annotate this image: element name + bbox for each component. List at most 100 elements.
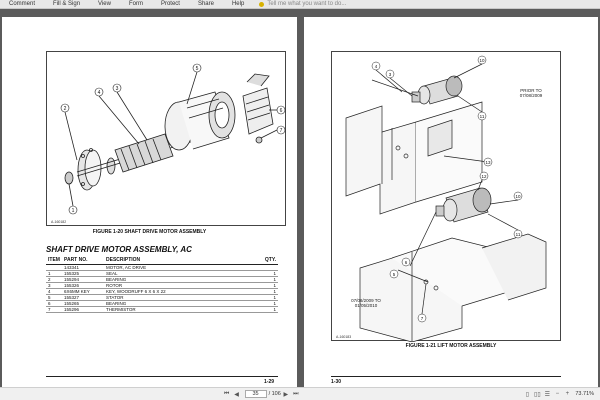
page-total: / 106 xyxy=(268,391,281,397)
zoom-out-button[interactable]: − xyxy=(555,391,560,397)
svg-text:1: 1 xyxy=(72,208,75,214)
page-number: 1-29 xyxy=(264,379,275,385)
cell-qty: 1 xyxy=(258,288,278,295)
svg-text:10: 10 xyxy=(515,194,521,199)
cell-part-no: 143341 xyxy=(62,264,104,271)
cell-qty: 1 xyxy=(258,306,278,313)
menu-fill-sign[interactable]: Fill & Sign xyxy=(53,1,81,7)
cell-part-no: 155265 xyxy=(62,300,104,307)
cell-part-no: 155325 xyxy=(62,270,104,277)
last-page-button[interactable]: ⏭ xyxy=(293,390,299,397)
svg-text:4: 4 xyxy=(375,64,378,69)
menu-view[interactable]: View xyxy=(98,1,111,7)
cell-qty: 1 xyxy=(258,270,278,277)
menu-form[interactable]: Form xyxy=(128,1,143,7)
shaft-drive-motor-diagram: 1 2 4 3 5 6 7 A-160182 xyxy=(51,63,286,224)
cell-item: 7 xyxy=(46,306,62,313)
figure-1-21-frame: 4 3 10 11 13 12 10 11 6 5 7 A-160183 PRI… xyxy=(331,51,561,343)
single-page-view-icon[interactable]: ▯ xyxy=(525,391,530,398)
figure-caption: FIGURE 1-21 LIFT MOTOR ASSEMBLY xyxy=(405,343,497,349)
cell-description: ROTOR xyxy=(104,282,258,289)
table-header-row: ITEM PART NO. DESCRIPTION QTY. xyxy=(46,257,278,265)
cell-description: THERMISTOR xyxy=(104,306,258,313)
note-date-range-text: 07/08/2009 TO 01/05/2010 xyxy=(351,298,381,308)
svg-text:6: 6 xyxy=(280,108,283,114)
cell-part-no: 155327 xyxy=(62,294,104,301)
menu-comment[interactable]: Comment xyxy=(9,1,36,7)
svg-text:5: 5 xyxy=(196,66,199,72)
zoom-level[interactable]: 73.71% xyxy=(575,391,595,397)
search-placeholder: Tell me what you want to do... xyxy=(267,1,347,7)
svg-text:6: 6 xyxy=(405,260,408,265)
figure-id-right: A-160183 xyxy=(336,335,351,339)
cell-description: KEY, WOODRUFF 6 X 6 X 22 xyxy=(104,288,258,295)
svg-text:5: 5 xyxy=(393,272,396,277)
page-number: 1-30 xyxy=(331,379,342,385)
document-viewer[interactable]: 1 2 4 3 5 6 7 A-160182 FIGURE 1-20 SHAFT… xyxy=(0,9,600,387)
figure-caption: FIGURE 1-20 SHAFT DRIVE MOTOR ASSEMBLY xyxy=(92,229,207,235)
cell-description: BEARING xyxy=(104,276,258,283)
page-1-29: 1 2 4 3 5 6 7 A-160182 FIGURE 1-20 SHAFT… xyxy=(2,17,297,387)
cell-description: STATOR xyxy=(104,294,258,301)
next-page-button[interactable]: ▶ xyxy=(283,391,289,398)
svg-text:2: 2 xyxy=(64,106,67,112)
cell-part-no: 155296 xyxy=(62,306,104,313)
menu-share[interactable]: Share xyxy=(197,1,214,7)
svg-text:11: 11 xyxy=(516,232,521,237)
section-title: SHAFT DRIVE MOTOR ASSEMBLY, AC xyxy=(46,245,192,254)
menu-protect[interactable]: Protect xyxy=(160,1,180,7)
cell-part-no: 6X6MM KEY xyxy=(62,288,104,295)
continuous-view-icon[interactable]: ☰ xyxy=(544,391,551,398)
cell-item: 3 xyxy=(46,282,62,289)
svg-text:10: 10 xyxy=(479,58,485,63)
cell-item xyxy=(46,264,62,271)
two-page-view-icon[interactable]: ▯▯ xyxy=(534,391,541,398)
figure-1-20-frame: 1 2 4 3 5 6 7 A-160182 xyxy=(46,51,286,226)
note-prior-to: PRIOR TO 07/08/2009 xyxy=(504,88,558,98)
page-1-30: 4 3 10 11 13 12 10 11 6 5 7 A-160183 PRI… xyxy=(304,17,598,387)
note-date-range: 07/08/2009 TO 01/05/2010 xyxy=(336,298,396,308)
svg-text:7: 7 xyxy=(280,128,283,134)
cell-qty: 1 xyxy=(258,282,278,289)
footer-rule xyxy=(331,376,561,377)
svg-text:11: 11 xyxy=(480,114,485,119)
cell-item: 4 xyxy=(46,288,62,295)
svg-text:12: 12 xyxy=(481,174,487,179)
menu-help[interactable]: Help xyxy=(231,1,245,7)
col-qty: QTY. xyxy=(258,257,278,265)
svg-text:3: 3 xyxy=(389,72,392,77)
cell-item: 1 xyxy=(46,270,62,277)
cell-part-no: 155326 xyxy=(62,282,104,289)
svg-text:3: 3 xyxy=(116,86,119,92)
prev-page-button[interactable]: ◀ xyxy=(234,391,239,398)
svg-text:4: 4 xyxy=(98,90,101,96)
cell-item: 5 xyxy=(46,294,62,301)
cell-qty: 1 xyxy=(258,276,278,283)
zoom-in-button[interactable]: + xyxy=(565,391,570,397)
col-item: ITEM xyxy=(46,257,62,265)
col-description: DESCRIPTION xyxy=(104,257,258,265)
cell-description: SEAL xyxy=(104,270,258,277)
page-number-input[interactable]: 35 xyxy=(244,390,267,398)
lift-motor-diagram: 4 3 10 11 13 12 10 11 6 5 7 A-160183 xyxy=(336,55,547,343)
cell-part-no: 155294 xyxy=(62,276,104,283)
footer-rule xyxy=(46,376,278,377)
cell-item: 6 xyxy=(46,300,62,307)
cell-qty: 1 xyxy=(258,294,278,301)
col-part-no: PART NO. xyxy=(62,257,104,265)
note-prior-to-text: PRIOR TO 07/08/2009 xyxy=(519,88,543,98)
tell-me-search[interactable]: Tell me what you want to do... xyxy=(259,1,346,7)
first-page-button[interactable]: ⏮ xyxy=(223,390,230,397)
cell-qty: 1 xyxy=(258,300,278,307)
svg-text:7: 7 xyxy=(421,316,424,321)
lightbulb-icon xyxy=(259,1,265,7)
